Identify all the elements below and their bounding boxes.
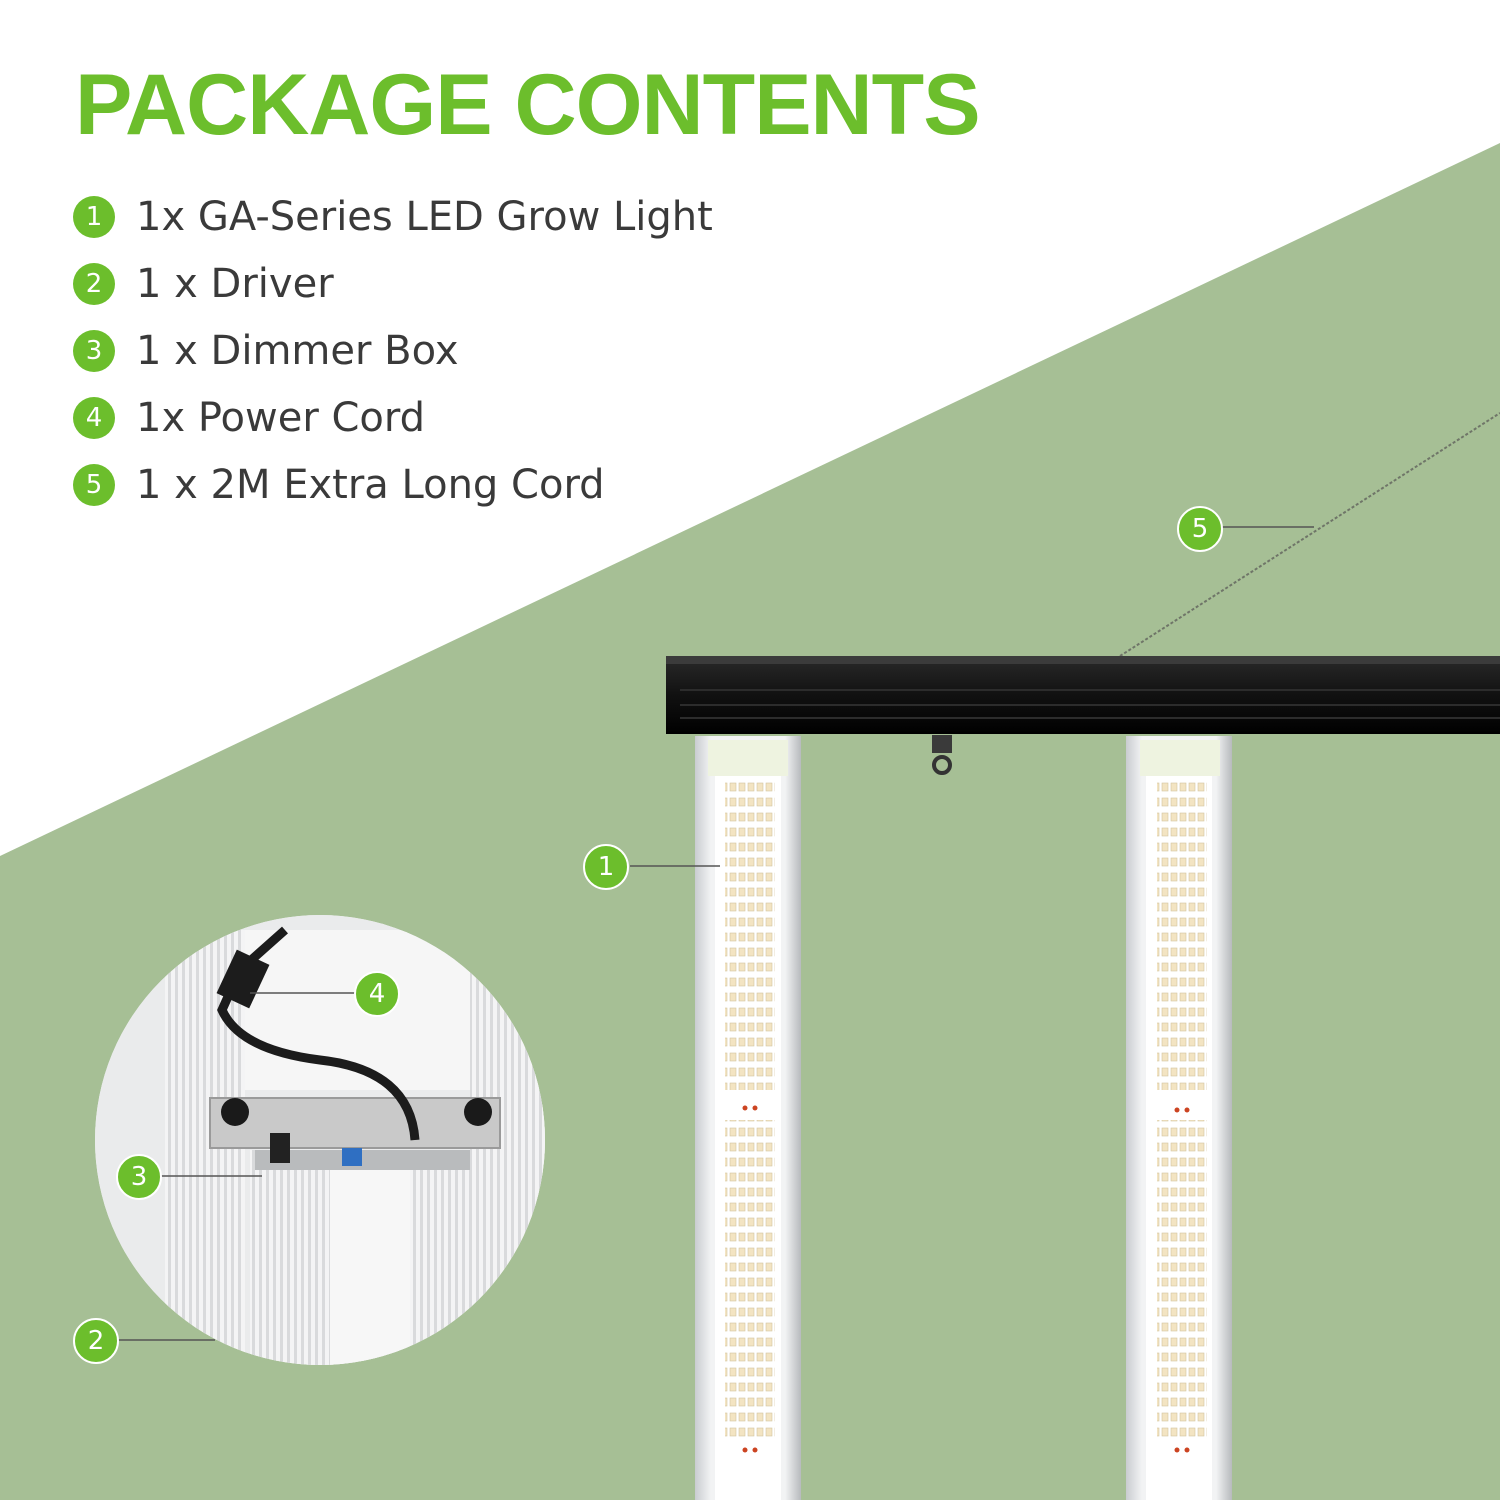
list-item-text: 1 x Dimmer Box [136,327,459,374]
list-item: 5 1 x 2M Extra Long Cord [73,451,713,518]
number-badge: 4 [73,396,115,439]
number-badge: 3 [73,329,115,372]
list-item: 2 1 x Driver [73,250,713,317]
page-title: PACKAGE CONTENTS [75,57,981,153]
contents-list: 1 1x GA-Series LED Grow Light 2 1 x Driv… [73,183,713,518]
list-item-text: 1 x 2M Extra Long Cord [136,461,605,508]
list-item-text: 1 x Driver [136,260,334,307]
callout-power-cord: 4 [354,971,400,1017]
list-item: 4 1x Power Cord [73,384,713,451]
number-badge: 2 [73,262,115,305]
list-item-text: 1x GA-Series LED Grow Light [136,193,713,240]
callout-driver: 2 [73,1318,119,1364]
callout-dimmer-box: 3 [116,1154,162,1200]
callout-grow-light: 1 [583,844,629,890]
extra-long-cord [1119,412,1500,657]
light-frame [666,656,1500,734]
number-badge: 1 [73,195,115,238]
callout-extra-long-cord: 5 [1177,506,1223,552]
number-badge: 5 [73,463,115,506]
list-item-text: 1x Power Cord [136,394,426,441]
list-item: 1 1x GA-Series LED Grow Light [73,183,713,250]
list-item: 3 1 x Dimmer Box [73,317,713,384]
